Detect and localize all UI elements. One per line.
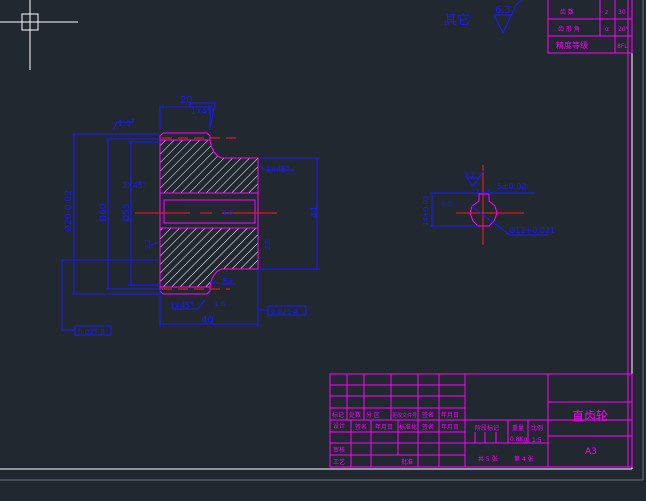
title-block: 标记 处数 分 区 更改文件号 签名 年月日 设计 签名 年月日 标准化 签名 … (329, 373, 633, 468)
roughness-right: 2.5 (264, 239, 272, 250)
roughness-value: 6.3 (495, 5, 511, 16)
tb-process: 工艺 (333, 458, 345, 466)
roughness-bottom: 1.6 (214, 300, 226, 308)
param-value: 30 (618, 9, 626, 16)
dim-width-top: 20 (180, 95, 193, 106)
tb-label: 年月日 (441, 423, 459, 431)
roughness-top: 1.6 (118, 119, 131, 128)
param-value: 20° (618, 26, 629, 33)
tb-label: 年月日 (375, 423, 393, 431)
parameters-table: 齿 数 z 30 齿 形 角 α 20° 精度等级 8FL (547, 0, 633, 54)
gear-section-view: 20 1X45° 1.6 Ø20-0.02 Ø60 Ø55 2X45° 1.6 … (61, 95, 320, 336)
crosshair-cursor (0, 0, 78, 70)
roughness-bore: 1.6 (222, 209, 234, 217)
tb-sheet-no: 第 4 张 (514, 455, 534, 463)
note-label: 其它 (444, 12, 470, 28)
drawing-frame (0, 0, 644, 481)
dim-root-diameter: Ø60 (98, 203, 109, 222)
tb-label: 标准化 (399, 423, 417, 431)
tb-label: 更改文件号 (392, 412, 417, 419)
dim-chamfer-top: 1X45° (191, 107, 216, 116)
dim-chamfer-bottom: 1x45° (170, 301, 194, 310)
tb-part-name: 直齿轮 (572, 409, 608, 423)
tb-sheet-size: A3 (585, 447, 597, 457)
dim-chamfer-bore: 2X45° (122, 181, 147, 190)
dim-width-total: 40 (201, 315, 214, 326)
tb-label: 年月日 (441, 411, 459, 419)
tb-label: 处数 (349, 411, 361, 419)
tb-stage-label: 阶段标记 (475, 424, 499, 432)
tolerance-frame-left: 0.025 B (78, 328, 105, 336)
surface-roughness-note: 其它 6.3 (444, 0, 523, 35)
dim-key-width: 5±0.02 (497, 182, 527, 191)
tb-weight: 0.8Kg (510, 436, 527, 443)
tb-approve: 批准 (401, 458, 413, 466)
dim-hub: 44 (310, 206, 320, 218)
param-value: 8FL (617, 43, 628, 50)
keyway-view: 3.2 5±0.02 14+0.05 6.3 Ø11+0.021 (422, 165, 555, 245)
tb-label: 签名 (422, 423, 434, 431)
dim-chamfer-hub: 1x45° (266, 165, 290, 174)
roughness-left: 3.2 (144, 239, 152, 250)
tb-label: 分 区 (366, 411, 380, 419)
tb-scale: 1:5 (532, 437, 542, 444)
dim-key-depth: 14+0.05 (422, 196, 430, 226)
param-label: 齿 数 (560, 8, 574, 16)
tb-scale-label: 比例 (531, 424, 543, 432)
dim-diameter-55: Ø55 (121, 203, 132, 222)
dim-radius: R3 (223, 277, 232, 285)
param-symbol: z (605, 9, 608, 16)
roughness-keyway: 3.2 (464, 171, 475, 179)
param-label: 精度等级 (556, 40, 588, 50)
tb-label: 设计 (333, 422, 345, 430)
dim-bore: Ø11+0.021 (509, 225, 555, 235)
tb-sheets-total: 共 5 张 (478, 455, 498, 463)
param-label: 齿 形 角 (558, 25, 580, 33)
dim-tip-diameter: Ø20-0.02 (63, 190, 74, 232)
tb-label: 签名 (355, 423, 367, 431)
roughness-side: 6.3 (442, 201, 452, 208)
tolerance-frame-right: 0.025 A (271, 308, 298, 316)
tb-weight-label: 重量 (512, 424, 524, 432)
tb-label: 标记 (332, 411, 344, 419)
tb-review: 审核 (333, 446, 345, 454)
tb-label: 签名 (422, 411, 434, 419)
param-symbol: α (605, 26, 609, 33)
